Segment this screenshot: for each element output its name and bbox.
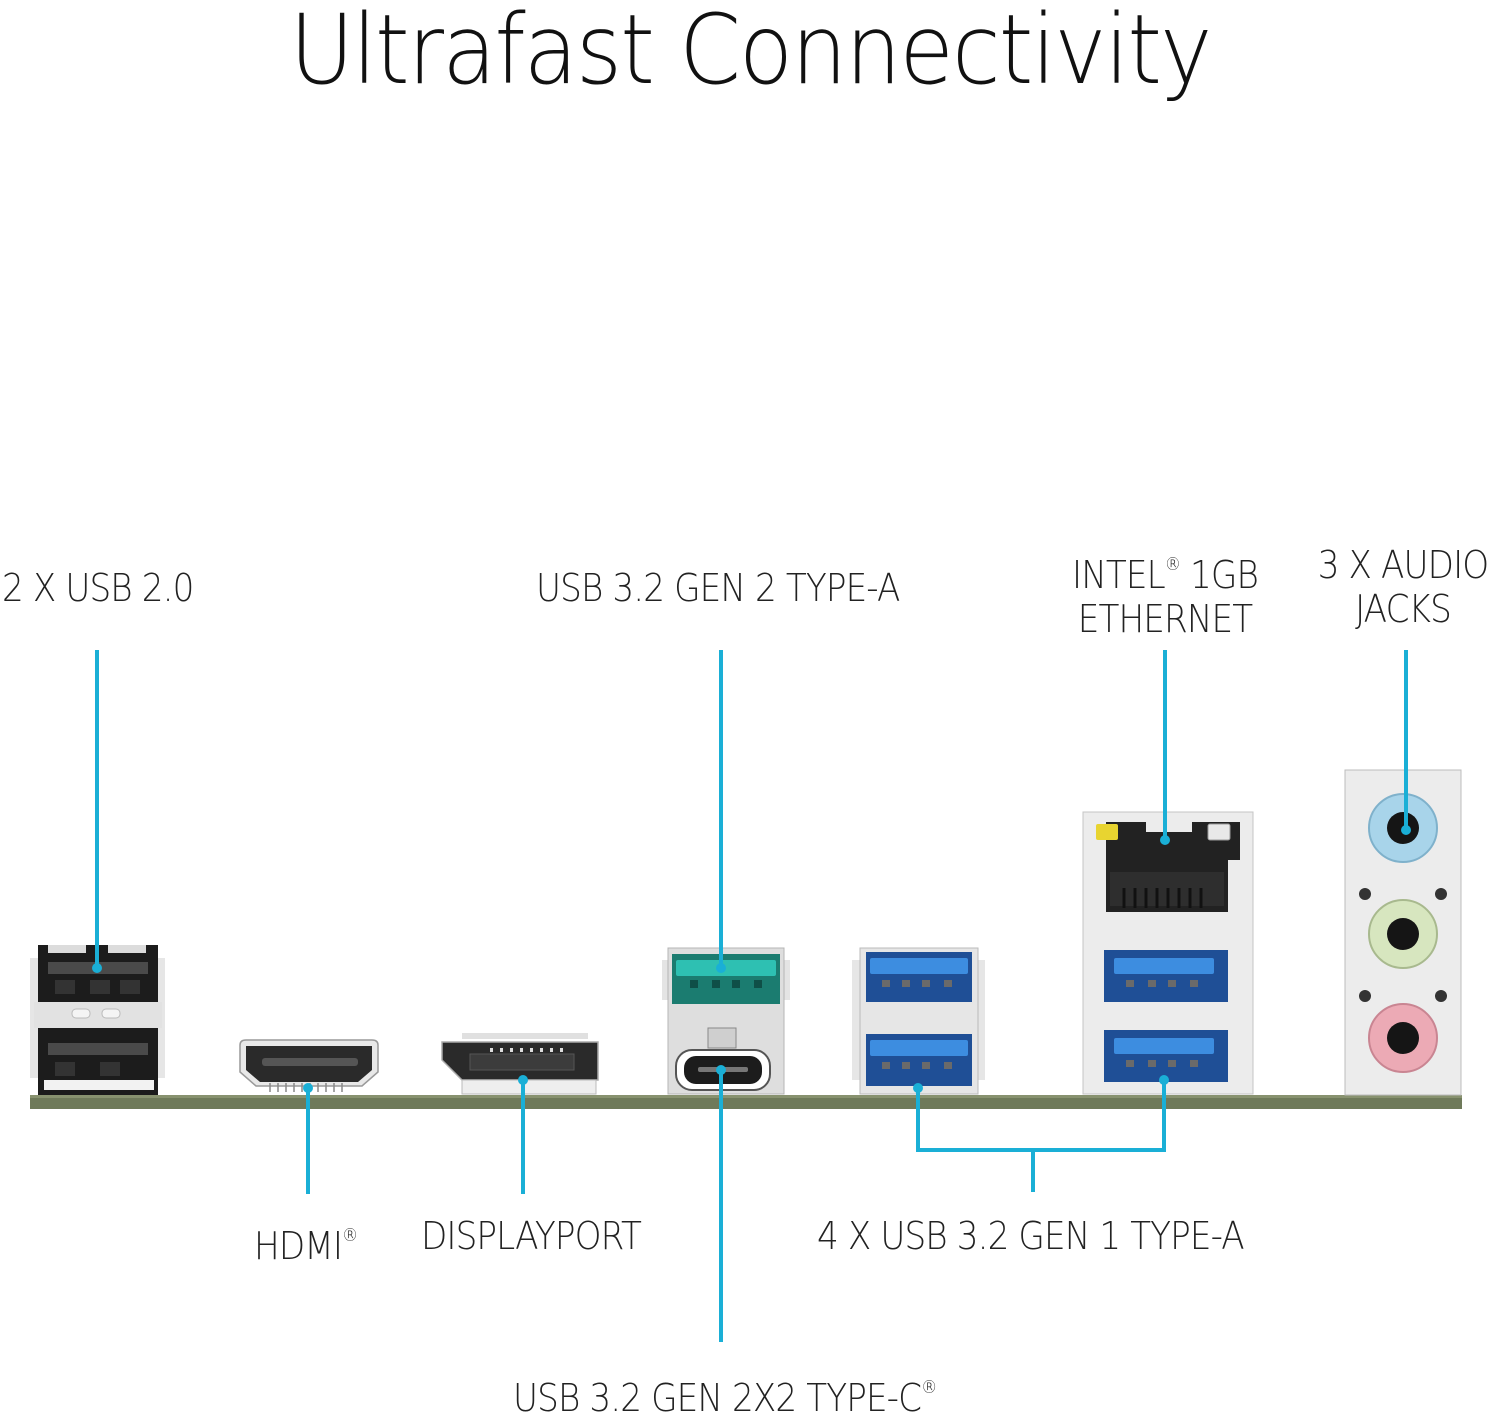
label-hdmi: HDMI® — [254, 1214, 358, 1268]
audio-jack-panel — [1344, 769, 1462, 1096]
label-hdmi-text: HDMI — [254, 1224, 343, 1268]
usb-gen1-tongue — [1114, 1038, 1214, 1054]
ethernet-port — [1096, 822, 1240, 912]
label-usb32-gen2-type-a: USB 3.2 GEN 2 TYPE-A — [536, 566, 900, 610]
label-audio-line2: JACKS — [1355, 587, 1452, 631]
pcb-board — [30, 1095, 1462, 1109]
label-audio: 3 X AUDIO JACKS — [1309, 543, 1498, 631]
callout-dots — [92, 825, 1411, 1093]
label-ethernet-line2: ETHERNET — [1077, 597, 1253, 641]
registered-mark: ® — [342, 1225, 358, 1246]
usb-gen1-tongue — [1114, 958, 1214, 974]
label-usb32-gen1-type-a: 4 X USB 3.2 GEN 1 TYPE-A — [817, 1214, 1245, 1258]
label-ethernet-line1: INTEL — [1072, 553, 1166, 597]
usb-gen2-typea-typec-stack — [662, 947, 790, 1095]
usb-gen1-tongue — [870, 1040, 968, 1056]
label-audio-line1: 3 X AUDIO — [1317, 543, 1490, 587]
page-title: Ultrafast Connectivity — [289, 0, 1212, 106]
displayport-port — [441, 1033, 599, 1095]
usb20-separator — [34, 1002, 162, 1028]
registered-mark: ® — [1164, 554, 1181, 575]
callout-usb-gen1-bracket — [916, 1080, 1166, 1152]
ethernet-led-white — [1207, 823, 1231, 841]
usb20-tongue-bottom — [48, 1043, 148, 1055]
usb-gen1-typea-stack-left — [852, 947, 985, 1095]
pcb-board-highlight — [30, 1095, 1462, 1098]
registered-mark: ® — [921, 1377, 937, 1398]
ethernet-usb-stack — [1082, 811, 1254, 1095]
ethernet-led-yellow — [1096, 824, 1118, 840]
label-ethernet: INTEL® 1GB ETHERNET — [1066, 543, 1264, 641]
label-ethernet-line1b: 1GB — [1180, 553, 1259, 597]
label-displayport: DISPLAYPORT — [421, 1214, 642, 1258]
hdmi-port — [239, 1039, 379, 1092]
usb-gen1-tongue — [870, 958, 968, 974]
callout-lines — [95, 650, 1408, 1342]
label-usb20: 2 X USB 2.0 — [2, 566, 194, 610]
